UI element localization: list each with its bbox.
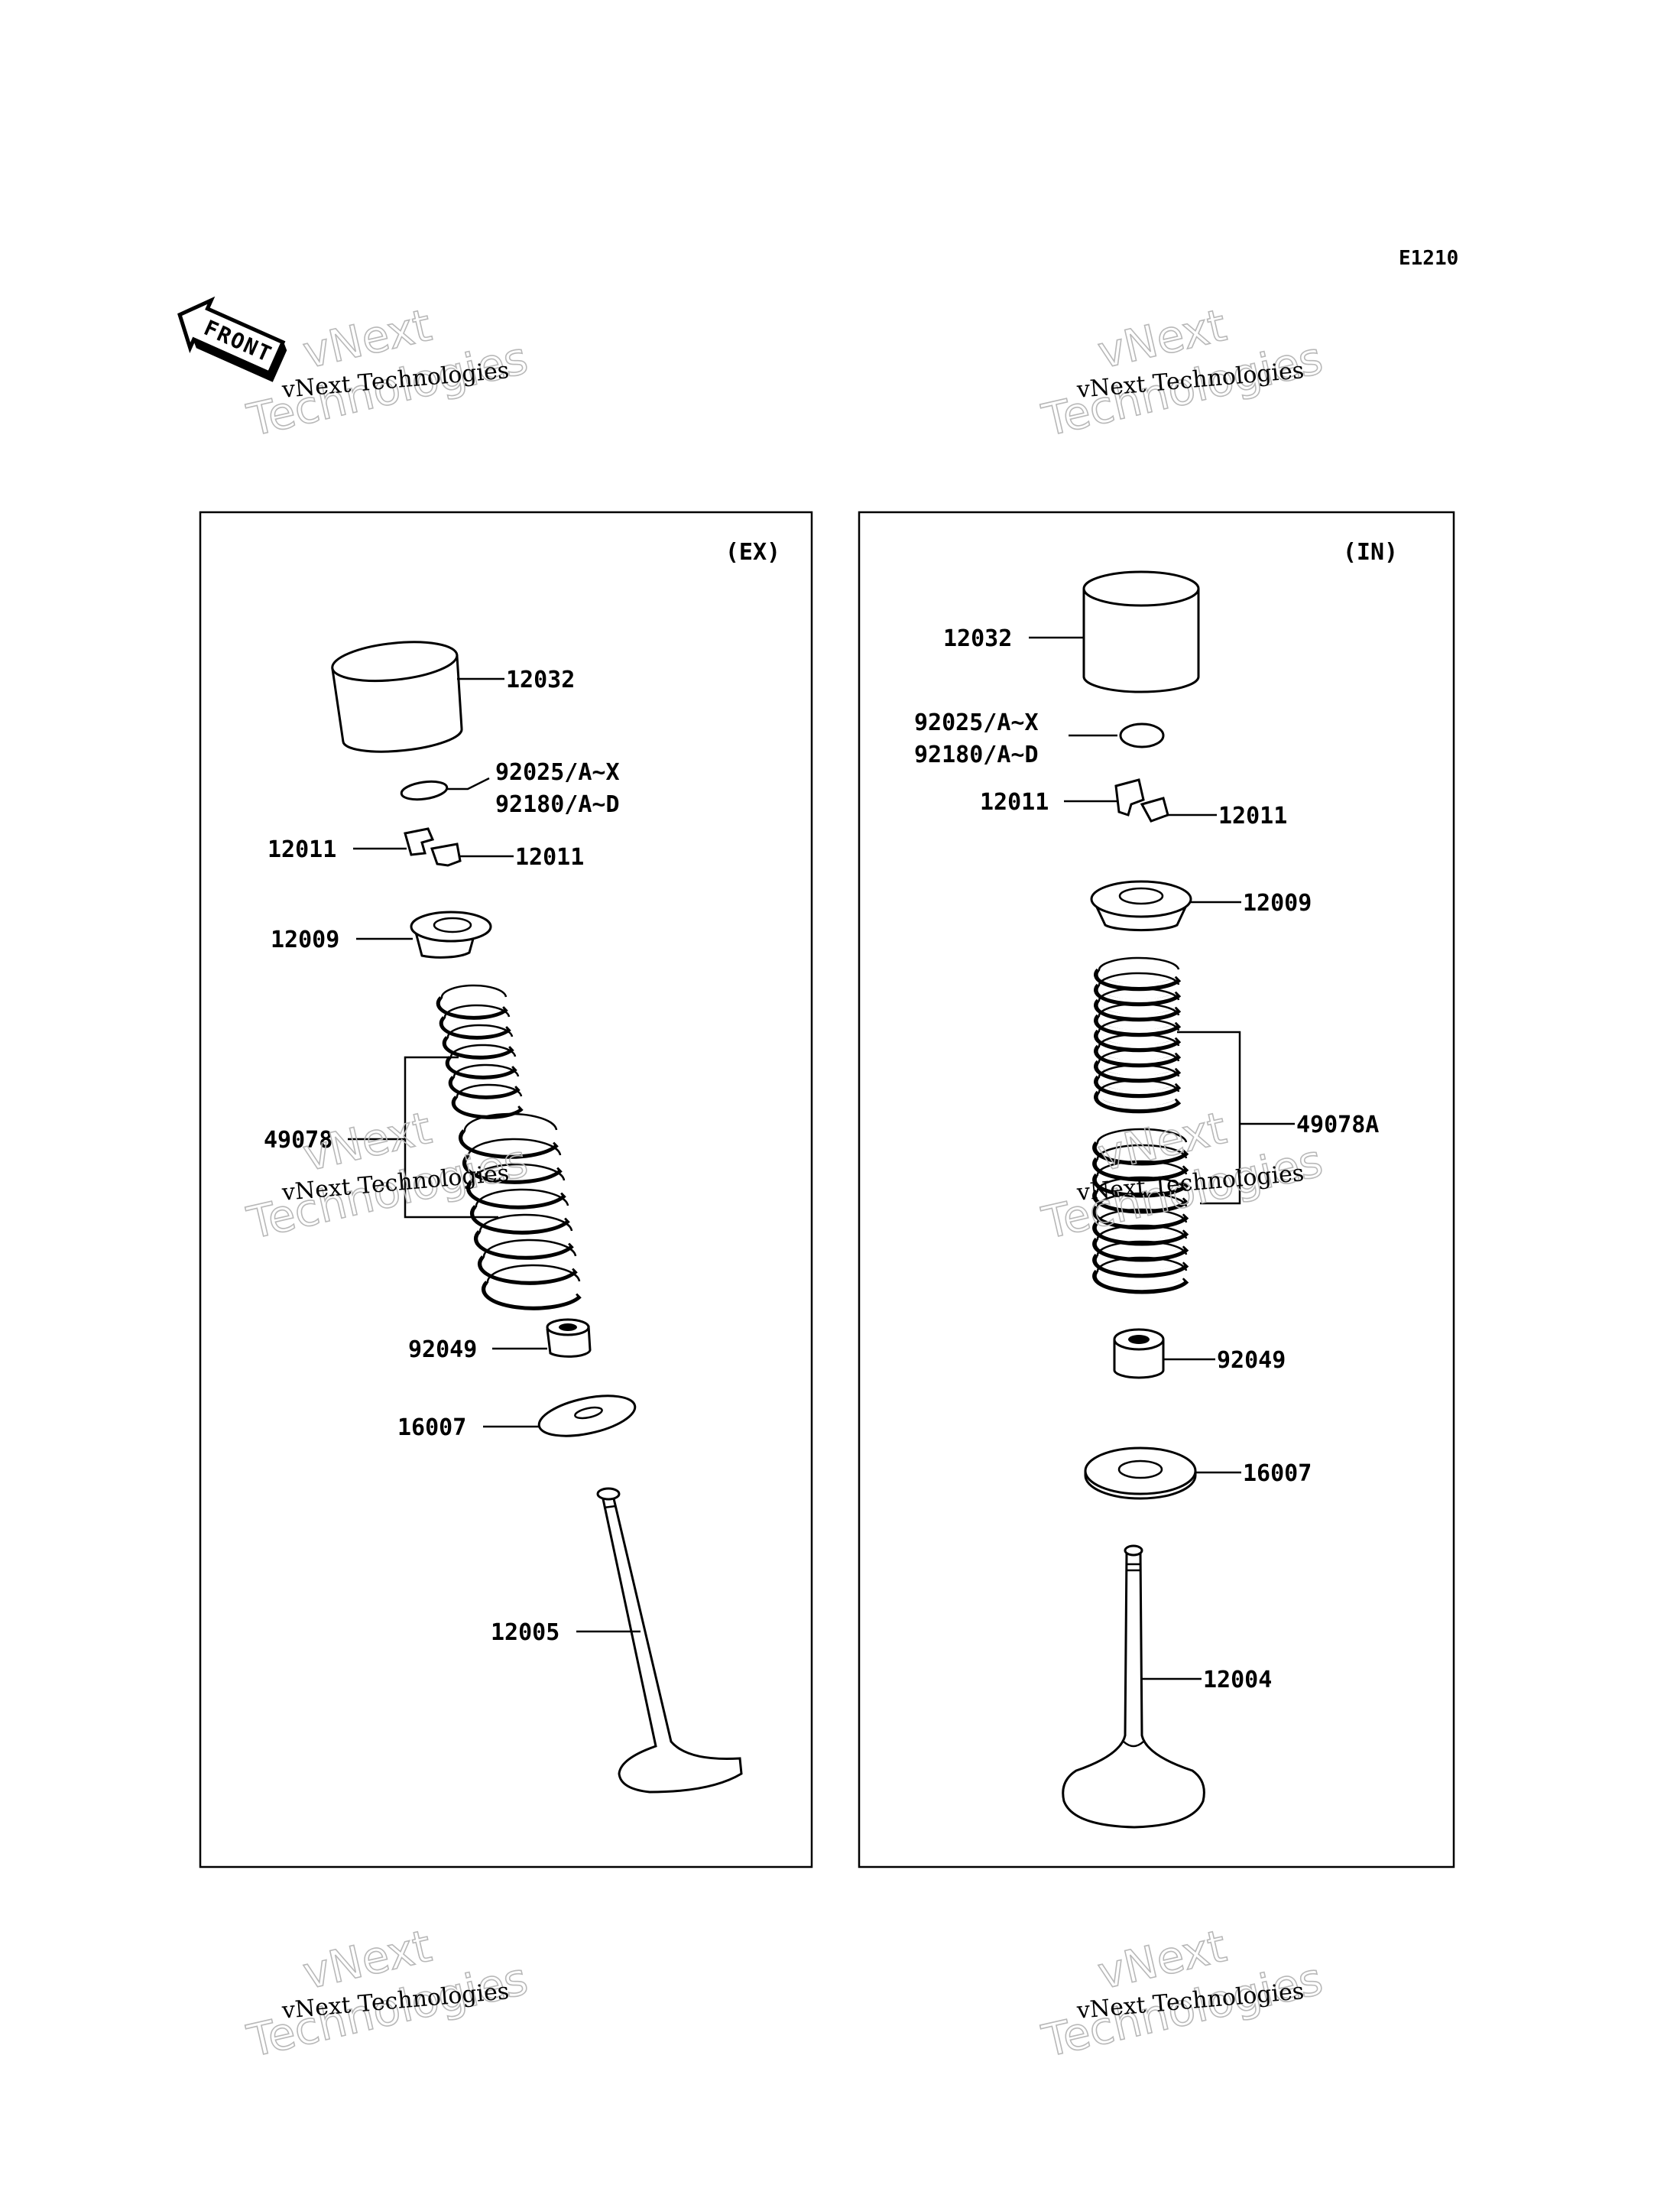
ex-stem-seal [546, 1318, 592, 1358]
ex-cotter-right [430, 843, 462, 867]
exhaust-panel-title: (EX) [725, 539, 780, 566]
ex-cotter-left [404, 827, 435, 856]
ex-spring-label: 49078 [264, 1127, 332, 1154]
ex-retainer-label: 12009 [271, 927, 339, 953]
ex-valve-label: 12005 [491, 1619, 559, 1646]
in-shim-label-b: 92180/A~D [914, 742, 1039, 768]
in-valve-label: 12004 [1203, 1667, 1272, 1693]
in-cotter-right [1140, 797, 1169, 823]
ex-cotter-left-label: 12011 [268, 836, 336, 863]
ex-retainer [410, 911, 492, 959]
ex-shim [400, 780, 449, 801]
in-shim [1119, 722, 1165, 748]
in-spring-seat [1084, 1446, 1197, 1500]
in-retainer-label: 12009 [1243, 890, 1312, 917]
in-cotter-left [1114, 778, 1145, 817]
in-valve [1062, 1544, 1205, 1829]
exhaust-panel [199, 511, 813, 1868]
in-tappet [1082, 570, 1200, 693]
in-spring-label: 49078A [1296, 1112, 1379, 1138]
in-shim-label-a: 92025/A~X [914, 709, 1039, 736]
in-tappet-label: 12032 [943, 625, 1012, 652]
ex-tappet-label: 12032 [506, 667, 575, 693]
front-arrow-icon: FRONT [177, 296, 287, 382]
ex-shim-label-a: 92025/A~X [495, 759, 620, 786]
ex-shim-label-b: 92180/A~D [495, 791, 620, 818]
in-stem-seal [1113, 1328, 1165, 1379]
in-inner-spring [1094, 956, 1182, 1114]
in-cotter-right-label: 12011 [1218, 803, 1287, 830]
intake-panel-title: (IN) [1343, 539, 1398, 566]
in-outer-spring [1092, 1128, 1189, 1294]
ex-inner-spring [436, 984, 524, 1119]
ex-spring-seat [537, 1394, 637, 1437]
diagram-code: E1210 [1399, 247, 1458, 270]
in-cotter-left-label: 12011 [980, 789, 1049, 816]
ex-tappet [331, 641, 463, 753]
in-stem-seal-label: 92049 [1217, 1347, 1286, 1374]
in-retainer [1090, 880, 1192, 932]
intake-panel [858, 511, 1455, 1868]
in-spring-seat-label: 16007 [1243, 1460, 1312, 1487]
ex-stem-seal-label: 92049 [408, 1336, 477, 1363]
ex-valve [596, 1487, 743, 1794]
ex-spring-seat-label: 16007 [397, 1414, 466, 1441]
ex-cotter-right-label: 12011 [515, 844, 584, 871]
ex-outer-spring [458, 1112, 582, 1310]
